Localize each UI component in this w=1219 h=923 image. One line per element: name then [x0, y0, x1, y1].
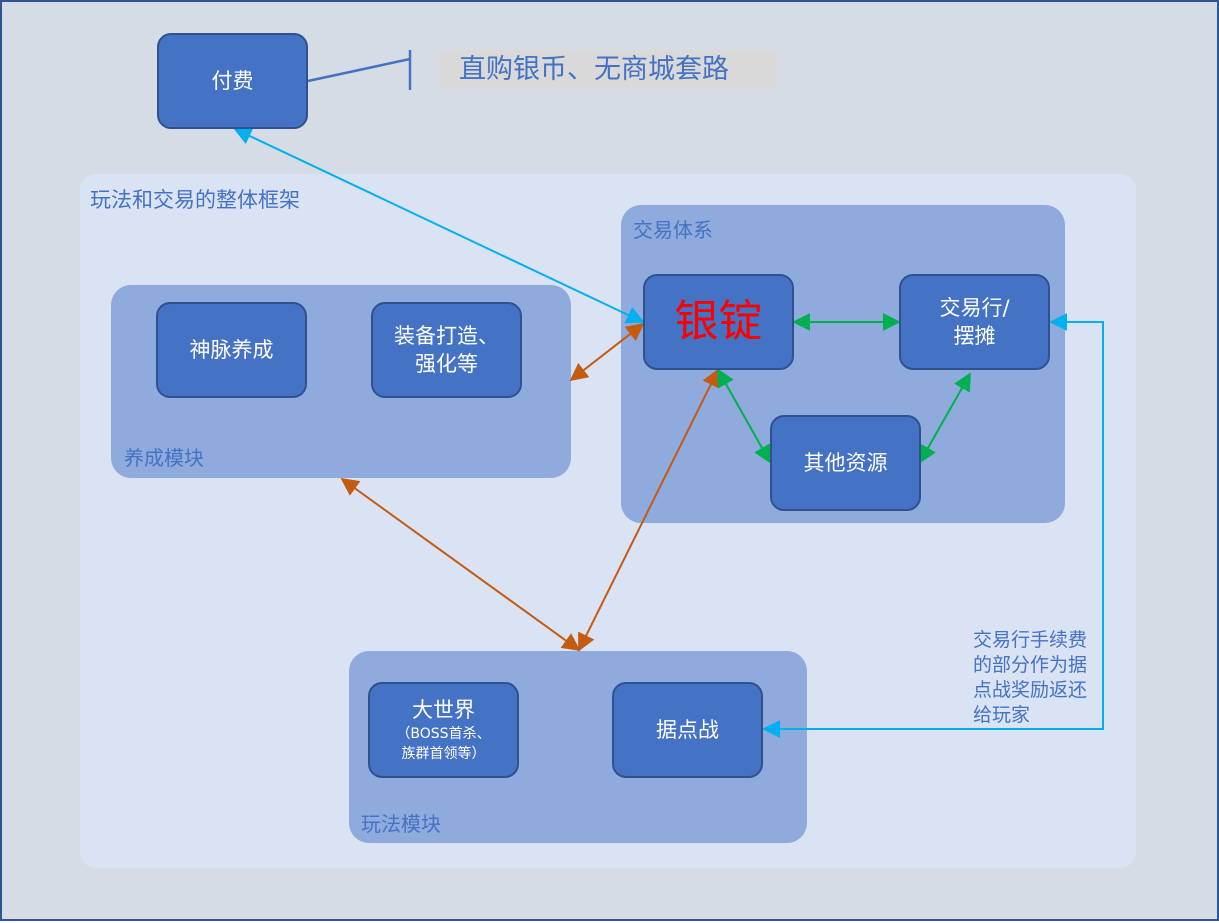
growth-module-label: 养成模块 [124, 446, 204, 470]
link-market-other [919, 372, 971, 464]
payment-label: 付费 [211, 69, 254, 93]
fee-note-line2: 的部分作为据 [973, 654, 1088, 676]
link-market-stronghold [762, 313, 1104, 738]
world-node: 大世界 （BOSS首杀、 族群首领等） [368, 682, 519, 778]
payment-node: 付费 [157, 33, 308, 129]
market-label-line1: 交易行/ [939, 296, 1010, 320]
stronghold-node: 据点战 [612, 682, 763, 778]
payment-callout-line [307, 57, 411, 83]
ingot-label: 银锭 [674, 296, 763, 347]
stronghold-label: 据点战 [656, 718, 719, 742]
equipment-label-line2: 强化等 [415, 352, 478, 376]
other-resources-node: 其他资源 [770, 415, 921, 511]
play-module-label: 玩法模块 [361, 812, 441, 836]
equipment-node: 装备打造、 强化等 [371, 302, 522, 398]
link-payment-ingot [233, 127, 645, 324]
fee-note-line4: 给玩家 [973, 704, 1031, 726]
fee-note-line1: 交易行手续费 [973, 629, 1088, 651]
other-resources-label: 其他资源 [803, 451, 888, 475]
equipment-label-line1: 装备打造、 [394, 324, 499, 348]
world-sub-line2: 族群首领等） [401, 746, 486, 762]
link-growth-ingot [569, 322, 645, 382]
world-sub-line1: （BOSS首杀、 [396, 726, 491, 742]
link-growth-play [340, 477, 581, 652]
fee-note-line3: 点战奖励返还 [973, 679, 1088, 701]
fee-note: 交易行手续费 的部分作为据 点战奖励返还 给玩家 [973, 628, 1108, 728]
market-node: 交易行/ 摆摊 [899, 274, 1050, 370]
market-label-line2: 摆摊 [953, 324, 996, 348]
link-ingot-other [717, 368, 771, 464]
link-ingot-play [578, 368, 719, 652]
meridian-label: 神脉养成 [189, 338, 274, 362]
meridian-node: 神脉养成 [156, 302, 307, 398]
payment-note: 直购银币、无商城套路 [439, 50, 777, 89]
world-title: 大世界 [412, 698, 475, 722]
ingot-node: 银锭 [643, 274, 794, 370]
trade-system-label: 交易体系 [633, 218, 713, 242]
